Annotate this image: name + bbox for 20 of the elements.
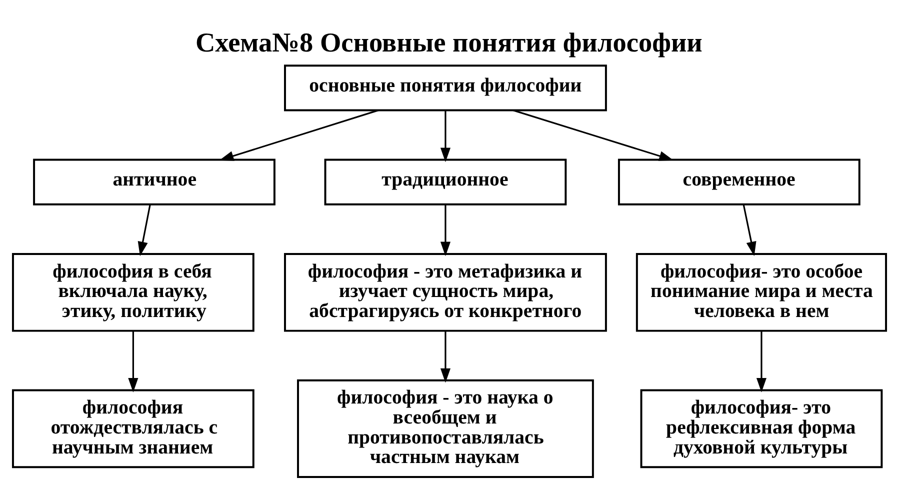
arrow [742, 204, 756, 256]
node-box: философия- это особое понимание мира и места человека в нем [636, 252, 888, 332]
arrow [756, 330, 767, 392]
node-box: философия отождествлялась с научным знанием [12, 388, 254, 468]
arrow [512, 109, 674, 160]
node-box: основные понятия философии [284, 64, 607, 111]
arrow [440, 110, 450, 162]
node-box: современное [618, 158, 860, 205]
arrow [138, 204, 151, 256]
node-box: традиционное [324, 158, 567, 205]
diagram-title: Схема№8 Основные понятия философии [195, 26, 702, 57]
node-box: философия - это метафизика и изучает сущность мира, абстрагируясь от конкретного [284, 252, 607, 332]
node-box: философия - это наука о всеобщем и противопоставлялась частным наукам [297, 378, 594, 478]
arrow [128, 330, 138, 392]
arrow [219, 109, 379, 160]
arrow [440, 204, 450, 256]
node-box: античное [33, 158, 276, 205]
arrow [440, 330, 450, 382]
node-box: философия в себя включала науку, этику, политику [12, 252, 254, 332]
node-box: философия- это рефлексивная форма духовной культуры [640, 388, 883, 468]
